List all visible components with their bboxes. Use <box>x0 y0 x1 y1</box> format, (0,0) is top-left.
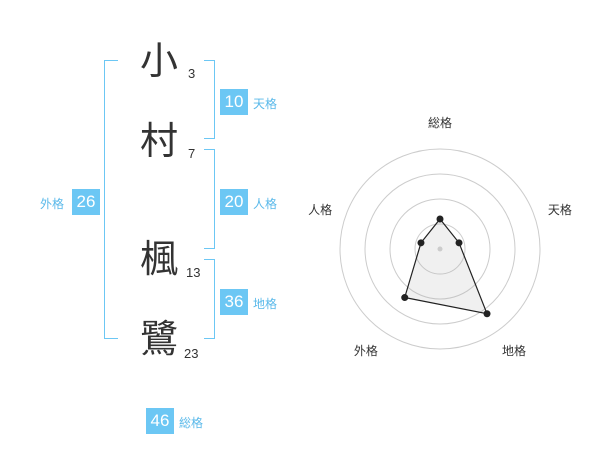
chikaku-bracket <box>204 259 215 339</box>
chikaku-value: 36 <box>220 289 248 315</box>
gaikaku-bracket <box>104 60 118 339</box>
jinkaku-label: 人格 <box>253 197 278 211</box>
radar-axis-label-4: 外格 <box>354 343 378 358</box>
name-char-4: 鷺 <box>140 317 179 361</box>
radar-point-2 <box>455 239 463 247</box>
name-char-2: 村 <box>140 119 179 163</box>
radar-ring-4 <box>339 148 541 350</box>
jinkaku-bracket <box>204 149 215 249</box>
radar-axis-label-2: 天格 <box>548 202 572 217</box>
radar-point-4 <box>401 294 409 302</box>
gaikaku-label: 外格 <box>40 197 65 211</box>
tenkaku-value: 10 <box>220 89 248 115</box>
radar-ring-2 <box>389 198 491 300</box>
stroke-count-4: 23 <box>184 346 199 361</box>
jinkaku-value: 20 <box>220 189 248 215</box>
radar-center-point <box>437 246 443 252</box>
tenkaku-label: 天格 <box>253 97 278 111</box>
stroke-count-1: 3 <box>188 66 196 81</box>
radar-point-5 <box>417 239 425 247</box>
soukaku-value: 46 <box>146 408 174 434</box>
stroke-count-3: 13 <box>186 265 201 280</box>
radar-axis-label-5: 人格 <box>308 202 332 217</box>
radar-axis-label-3: 地格 <box>502 343 526 358</box>
radar-point-1 <box>436 215 444 223</box>
radar-point-3 <box>483 310 491 318</box>
tenkaku-bracket <box>204 60 215 139</box>
radar-axis-label-1: 総格 <box>428 115 452 130</box>
radar-ring-3 <box>364 173 516 325</box>
stroke-count-2: 7 <box>188 146 196 161</box>
soukaku-label: 総格 <box>179 416 204 430</box>
radar-ring-1 <box>414 223 466 275</box>
gaikaku-value: 26 <box>72 189 100 215</box>
name-char-1: 小 <box>140 39 179 83</box>
radar-series-polygon <box>403 218 488 315</box>
name-char-3: 楓 <box>140 237 179 281</box>
chikaku-label: 地格 <box>253 297 278 311</box>
